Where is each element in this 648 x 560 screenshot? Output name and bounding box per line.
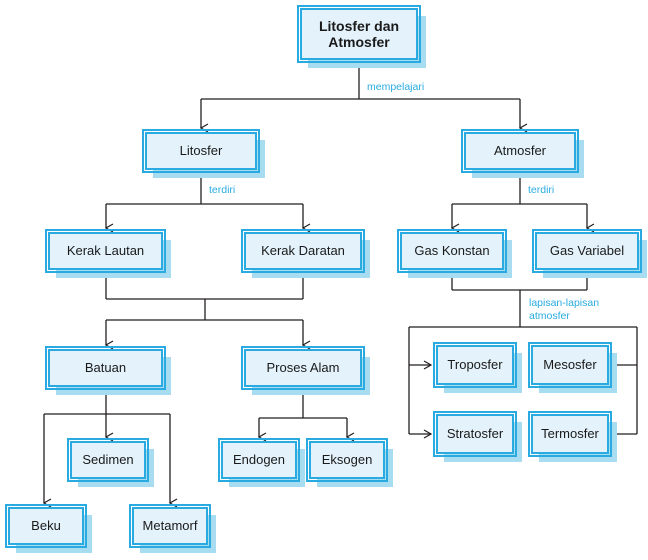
node-stratosfer[interactable]: Stratosfer	[433, 411, 517, 457]
node-troposfer[interactable]: Troposfer	[433, 342, 517, 388]
node-sedimen[interactable]: Sedimen	[67, 438, 149, 482]
node-label-termosfer: Termosfer	[541, 425, 599, 441]
node-label-atmosfer: Atmosfer	[493, 142, 546, 158]
node-label-eksogen: Eksogen	[321, 451, 373, 467]
node-root[interactable]: Litosfer dan Atmosfer	[297, 5, 421, 63]
node-litosfer[interactable]: Litosfer	[142, 129, 260, 173]
node-label-metamorf: Metamorf	[142, 517, 198, 533]
node-eksogen[interactable]: Eksogen	[306, 438, 388, 482]
node-label-gas_konstan: Gas Konstan	[414, 242, 490, 258]
edge-label-terdiri_atmo: terdiri	[528, 184, 555, 196]
node-label-stratosfer: Stratosfer	[446, 425, 504, 441]
node-label-litosfer: Litosfer	[179, 142, 223, 158]
node-beku[interactable]: Beku	[5, 504, 87, 548]
edge-label-terdiri_lito: terdiri	[209, 184, 236, 196]
node-label-batuan: Batuan	[84, 359, 127, 375]
node-kerak_laut[interactable]: Kerak Lautan	[45, 229, 166, 273]
edge-label-lapisan: lapisan-lapisan atmosfer	[529, 297, 600, 323]
node-gas_variabel[interactable]: Gas Variabel	[532, 229, 642, 273]
node-label-root: Litosfer dan Atmosfer	[318, 17, 400, 50]
node-mesosfer[interactable]: Mesosfer	[528, 342, 612, 388]
node-termosfer[interactable]: Termosfer	[528, 411, 612, 457]
node-label-kerak_laut: Kerak Lautan	[66, 242, 145, 258]
node-batuan[interactable]: Batuan	[45, 346, 166, 390]
node-label-proses_alam: Proses Alam	[266, 359, 340, 375]
node-kerak_darat[interactable]: Kerak Daratan	[241, 229, 365, 273]
node-endogen[interactable]: Endogen	[218, 438, 300, 482]
edge-label-mempelajari: mempelajari	[367, 81, 425, 93]
node-label-troposfer: Troposfer	[447, 356, 503, 372]
node-label-mesosfer: Mesosfer	[543, 356, 597, 372]
node-atmosfer[interactable]: Atmosfer	[461, 129, 579, 173]
node-label-beku: Beku	[31, 517, 61, 533]
node-label-gas_variabel: Gas Variabel	[549, 242, 625, 258]
node-label-sedimen: Sedimen	[82, 451, 134, 467]
node-gas_konstan[interactable]: Gas Konstan	[397, 229, 507, 273]
node-label-kerak_darat: Kerak Daratan	[261, 242, 345, 258]
node-label-endogen: Endogen	[232, 451, 286, 467]
node-proses_alam[interactable]: Proses Alam	[241, 346, 365, 390]
node-metamorf[interactable]: Metamorf	[129, 504, 211, 548]
